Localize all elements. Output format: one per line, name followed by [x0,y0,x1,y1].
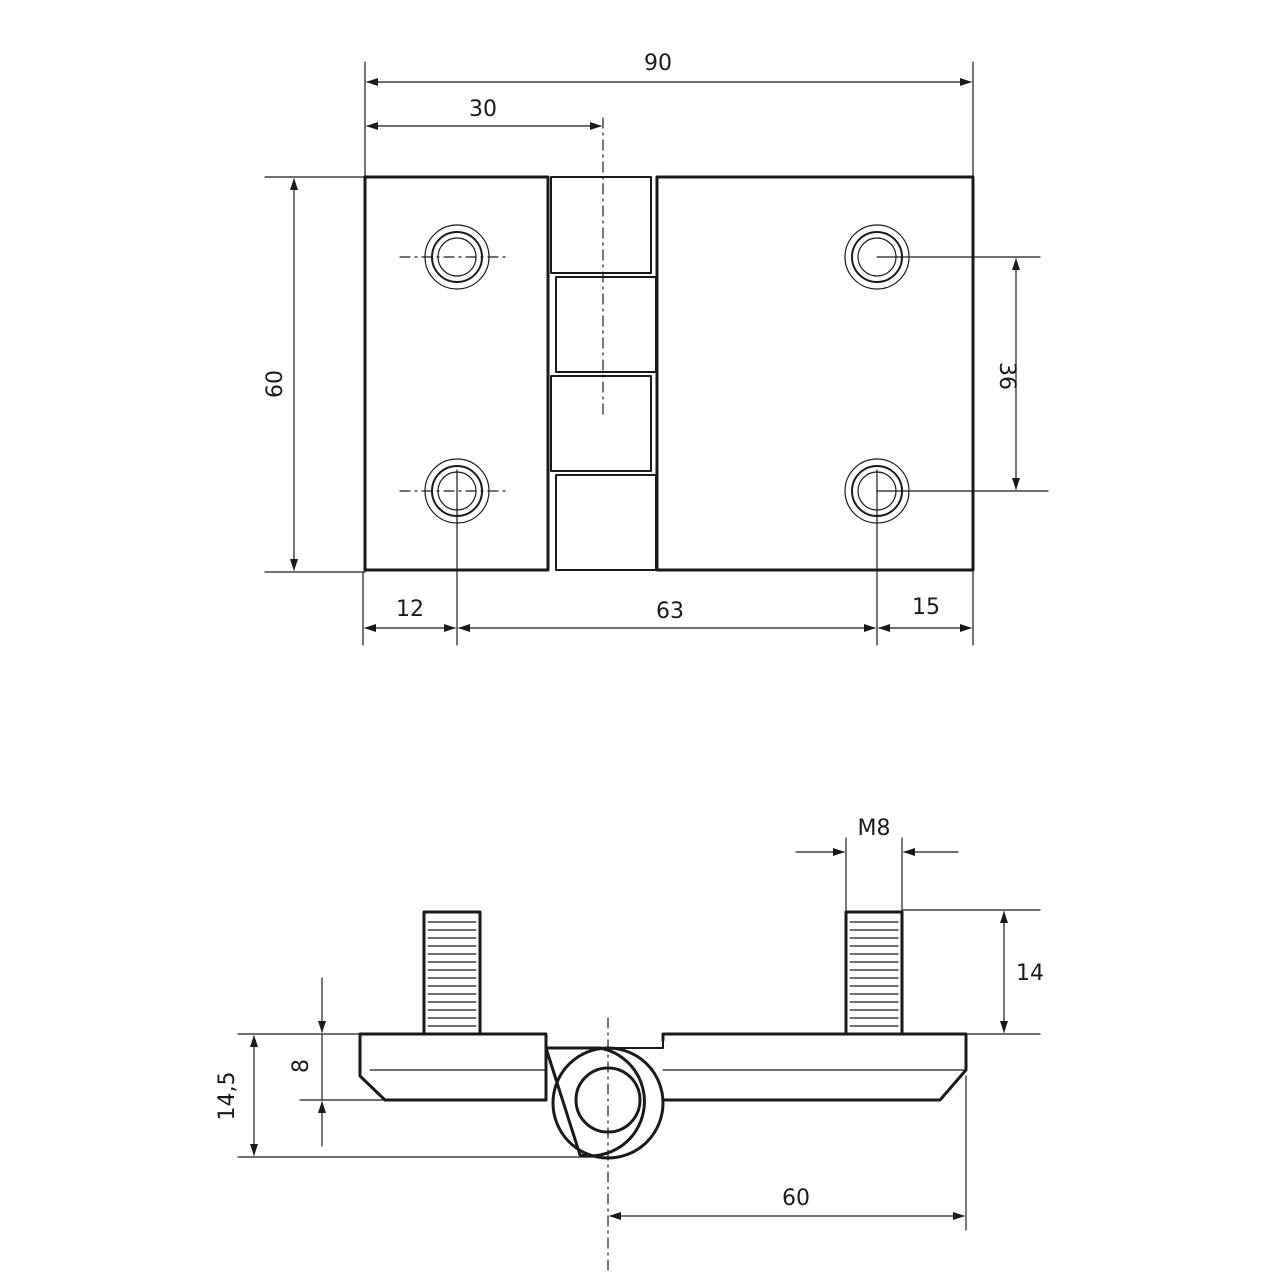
dim-left-edge-to-hole: 12 [364,597,456,632]
right-plate-profile [661,1032,968,1102]
dim-label-stud-length: 14 [1016,961,1044,986]
dim-label-plate-height: 60 [263,370,288,398]
side-view: M8 14 8 14,5 60 [215,816,1044,1271]
dim-hole-spacing-vertical: 36 [994,258,1020,490]
hole-bottom-right [844,458,1049,646]
dim-label-plate-thickness: 8 [289,1059,314,1073]
dim-right-hole-to-edge: 15 [878,595,972,632]
dim-label-overall-thickness: 14,5 [215,1072,240,1121]
left-plate-profile [358,1032,548,1102]
knuckle-profile [544,1046,665,1160]
hole-top-left [399,224,509,290]
dim-label-hole-spacing-horizontal: 63 [656,599,684,624]
right-leaf [655,175,975,572]
dim-label-hinge-axis-offset: 30 [469,97,497,122]
dim-hole-spacing-horizontal: 63 [458,599,876,632]
hole-bottom-left [399,458,509,646]
dim-label-hole-spacing-vertical: 36 [994,362,1019,390]
hole-top-right [844,224,1041,290]
dim-hinge-axis-offset: 30 [366,97,602,130]
knuckle-segments [547,176,658,571]
dim-plate-thickness: 8 [289,977,326,1147]
dim-stud-length: 14 [1000,911,1044,1033]
dim-label-axis-to-side-edge: 60 [782,1186,810,1211]
dim-thread-size: M8 [795,816,959,856]
dim-plate-height: 60 [263,178,298,571]
stud-left [422,910,482,1036]
dim-label-thread-size: M8 [858,816,891,841]
dim-overall-thickness: 14,5 [215,1035,258,1156]
dim-overall-width: 90 [366,51,972,86]
stud-right [844,910,904,1036]
top-view: 90 30 60 36 12 63 15 [263,51,1049,646]
dim-label-right-hole-to-edge: 15 [912,595,940,620]
dim-label-overall-width: 90 [644,51,672,76]
dim-label-left-edge-to-hole: 12 [396,597,424,622]
dim-axis-to-side-edge: 60 [609,1186,965,1220]
